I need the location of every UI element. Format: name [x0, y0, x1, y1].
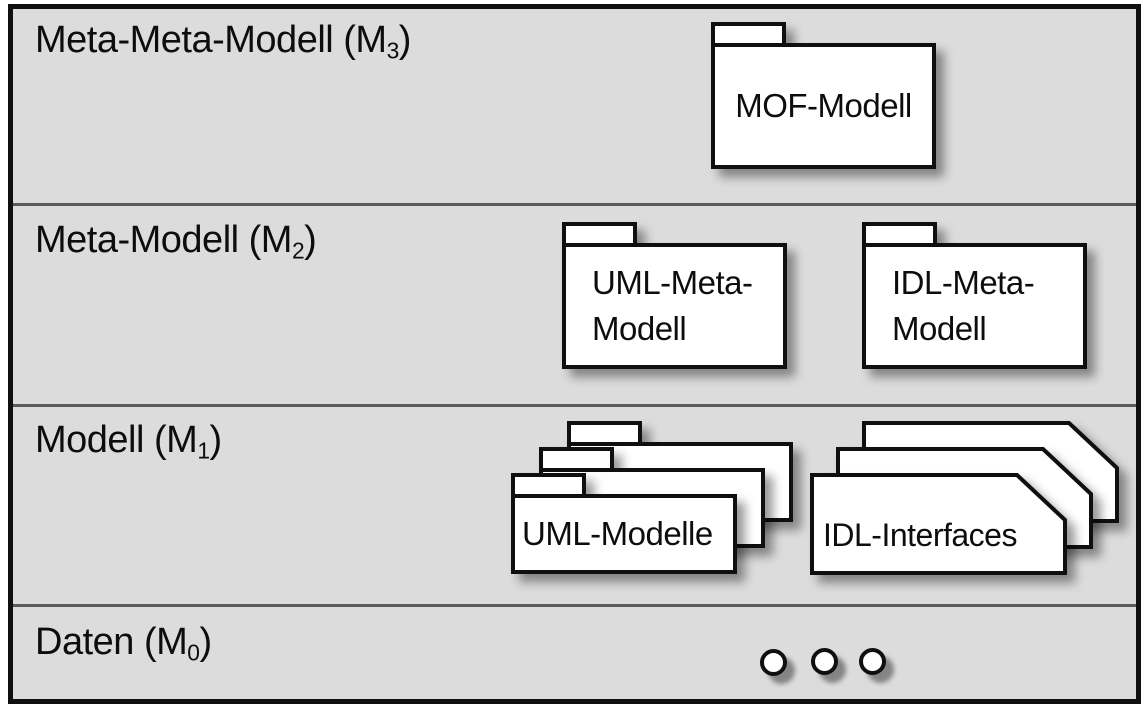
- package-label: MOF-Modell: [735, 87, 912, 125]
- layer-label-m1-close: ): [209, 419, 223, 461]
- layer-divider-1: [13, 203, 1136, 206]
- layer-label-m0-close: ): [199, 621, 212, 663]
- layer-label-m2-close: ): [304, 219, 317, 261]
- data-instance-circle-1: [760, 649, 787, 676]
- uml-models-package-front: UML-Modelle: [511, 473, 737, 574]
- package-tab: [511, 473, 586, 498]
- layer-label-m2: Meta-Modell (M2): [35, 219, 317, 264]
- layer-label-m2-text: Meta-Modell (M: [35, 219, 292, 261]
- package-tab: [562, 222, 637, 247]
- data-instance-circle-3: [859, 648, 886, 675]
- data-instance-circle-2: [811, 648, 838, 675]
- package-body: MOF-Modell: [711, 43, 936, 169]
- package-body: IDL-Meta- Modell: [862, 243, 1087, 369]
- package-body: UML-Meta- Modell: [562, 243, 787, 369]
- package-label-line2: Modell: [892, 310, 987, 347]
- diagram-frame: Meta-Meta-Modell (M3) MOF-Modell Meta-Mo…: [8, 4, 1141, 704]
- package-tab: [567, 421, 642, 446]
- layer-label-m3-text: Meta-Meta-Modell (M: [35, 19, 387, 61]
- layer-label-m0-text: Daten (M: [35, 621, 188, 663]
- idl-interfaces-note-front: IDL-Interfaces: [810, 473, 1067, 575]
- layer-divider-3: [13, 604, 1136, 607]
- package-label: UML-Modelle: [522, 515, 713, 553]
- layer-label-m1-subscript: 1: [197, 437, 210, 464]
- note-label: IDL-Interfaces: [823, 517, 1017, 553]
- layer-label-m1: Modell (M1): [35, 419, 222, 464]
- package-label-line1: IDL-Meta-: [892, 264, 1035, 302]
- package-label-line2: Modell: [592, 310, 687, 347]
- idl-meta-package: IDL-Meta- Modell: [862, 222, 1087, 369]
- layer-label-m1-text: Modell (M: [35, 419, 198, 461]
- package-label-line1: UML-Meta-: [592, 264, 753, 302]
- layer-label-m3-close: ): [398, 19, 412, 61]
- package-body: UML-Modelle: [511, 494, 737, 574]
- mof-package: MOF-Modell: [711, 22, 936, 169]
- layer-label-m3: Meta-Meta-Modell (M3): [35, 19, 411, 64]
- layer-label-m0-subscript: 0: [187, 639, 200, 666]
- uml-meta-package: UML-Meta- Modell: [562, 222, 787, 369]
- package-tab: [539, 447, 614, 472]
- layer-divider-2: [13, 404, 1136, 407]
- layer-label-m3-subscript: 3: [386, 37, 400, 64]
- layer-label-m0: Daten (M0): [35, 621, 212, 666]
- layer-label-m2-subscript: 2: [291, 237, 305, 264]
- package-tab: [862, 222, 937, 247]
- package-tab: [711, 22, 786, 47]
